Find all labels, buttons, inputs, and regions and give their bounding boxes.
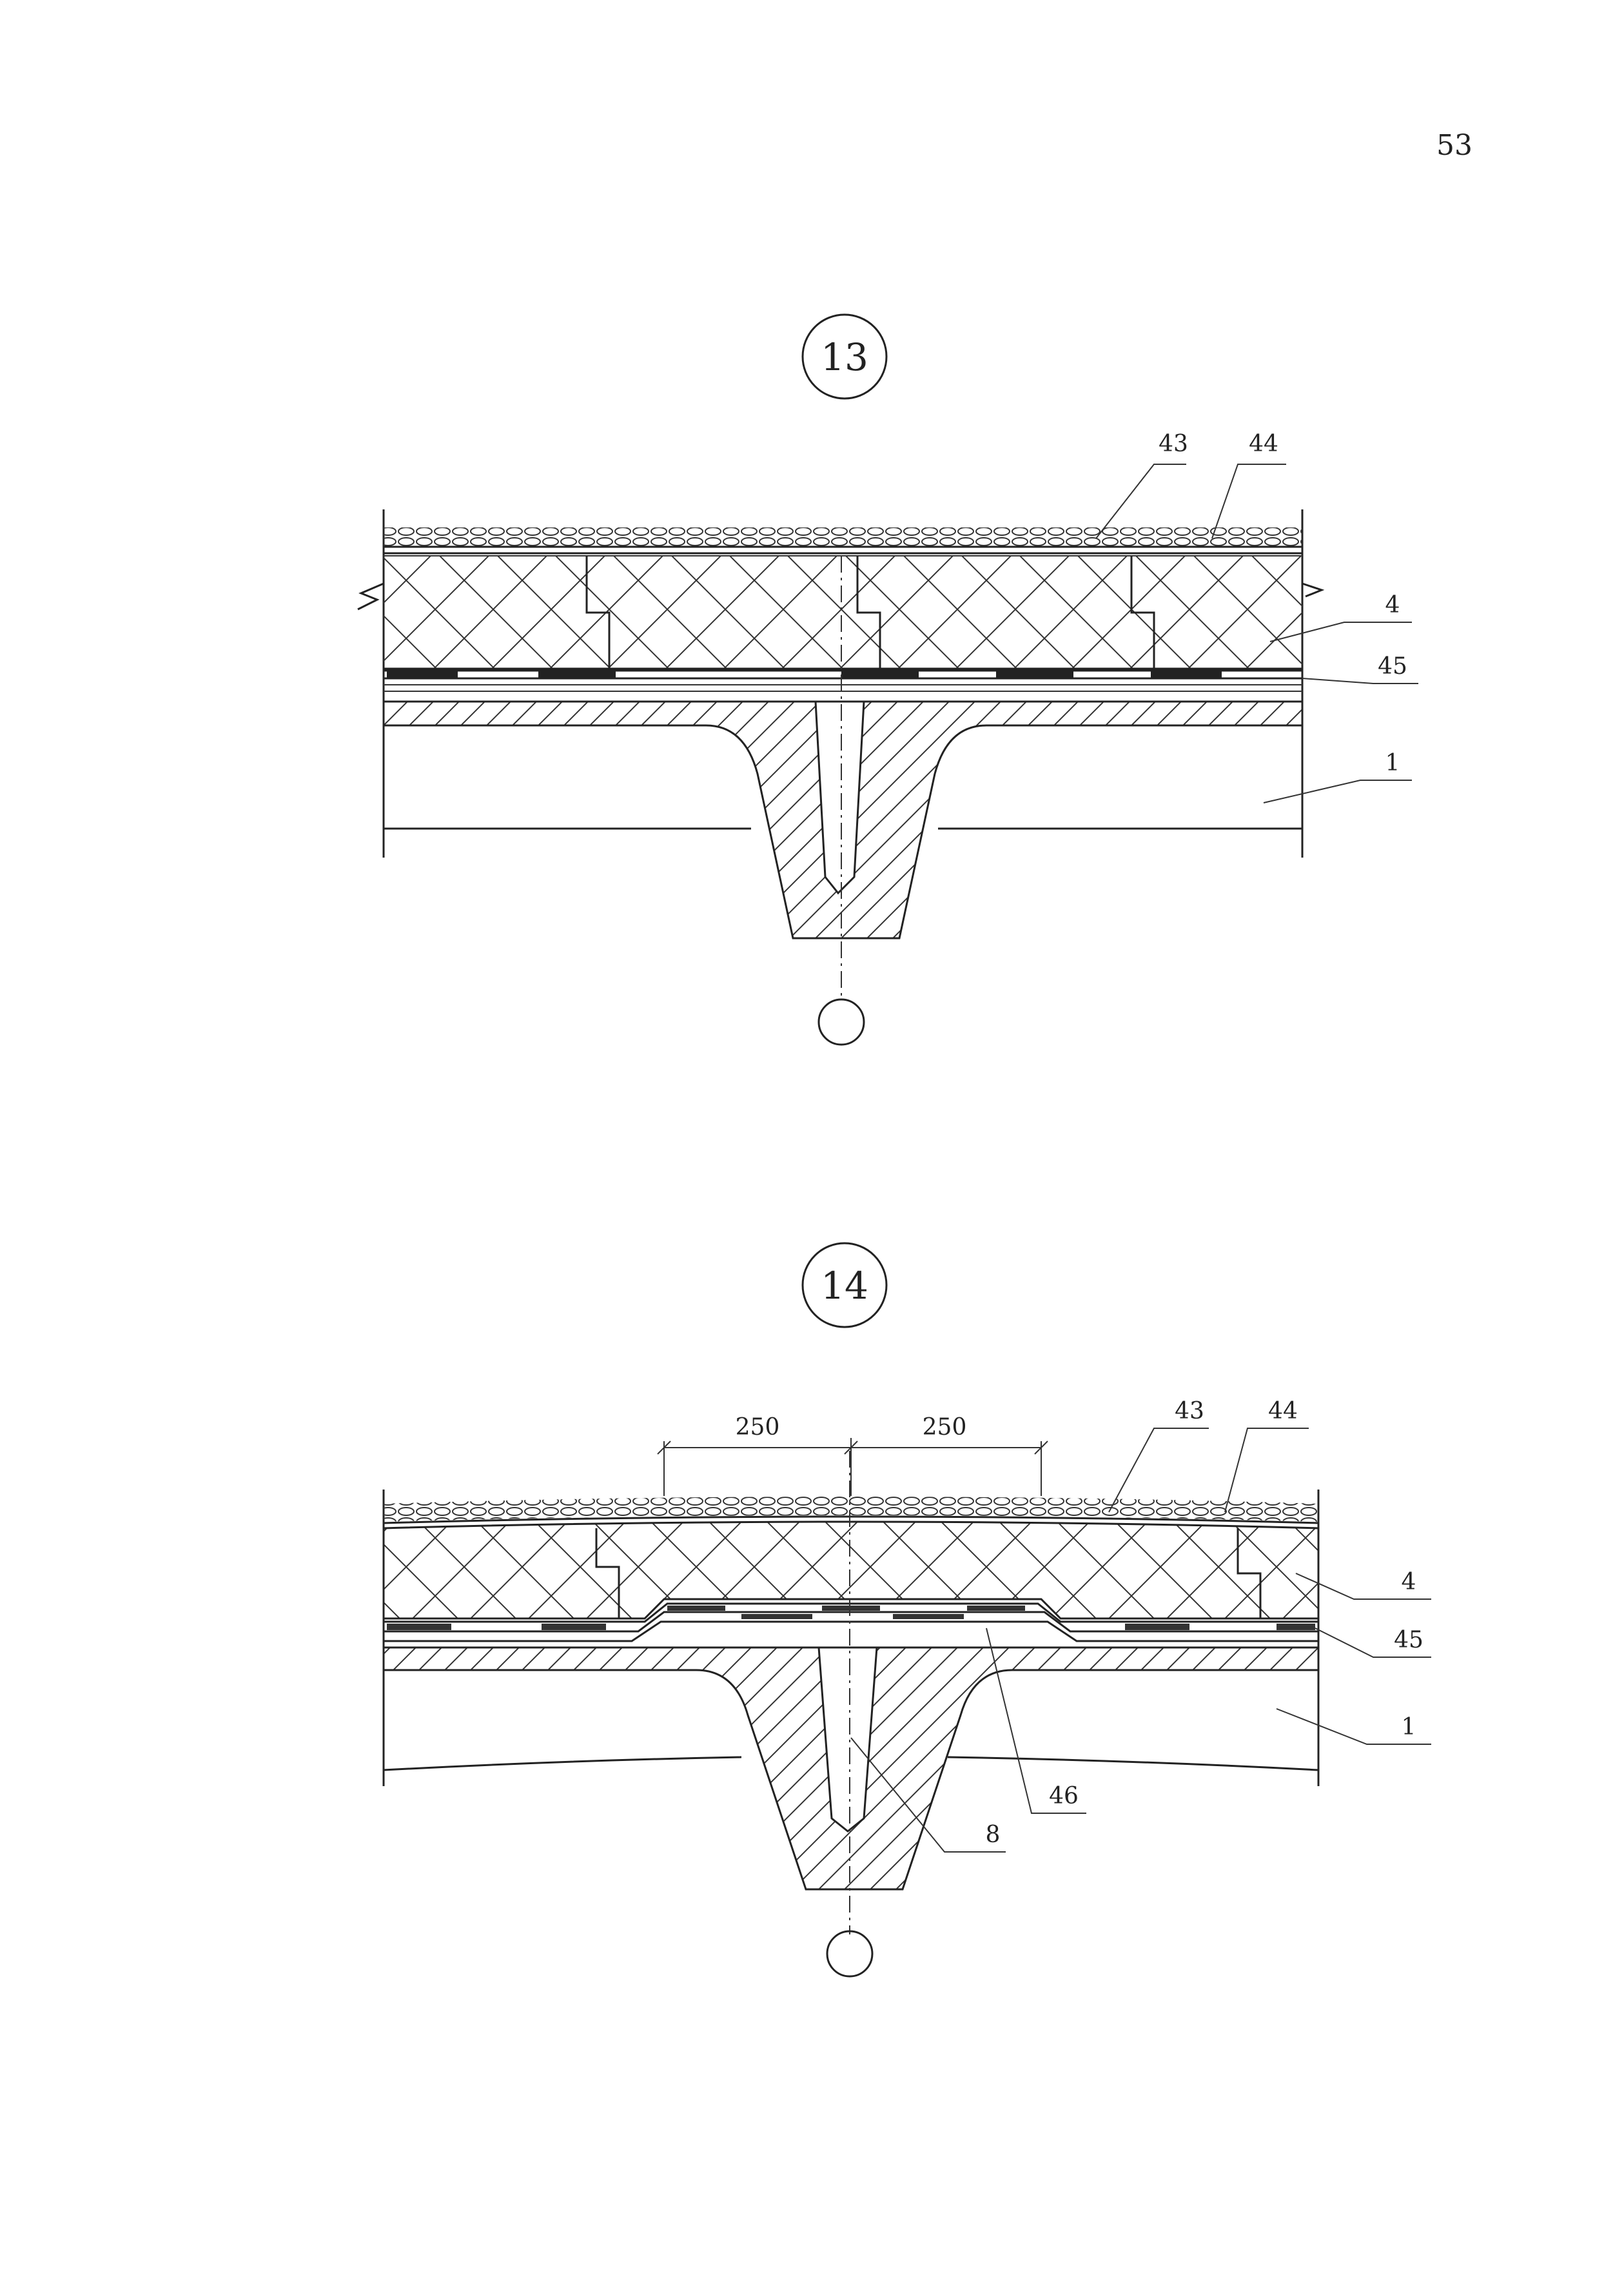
- label-45: 45: [1394, 1627, 1423, 1653]
- dimension-left: 250: [736, 1414, 780, 1441]
- insulation-layer: [382, 1520, 1320, 1620]
- gravel-layer: [384, 527, 1302, 547]
- gravel-layer: [384, 1497, 1318, 1522]
- figure-14-badge: [801, 1242, 888, 1328]
- label-44: 44: [1249, 431, 1278, 457]
- label-4: 4: [1402, 1569, 1416, 1595]
- label-8: 8: [986, 1822, 1001, 1848]
- vapour-layer: [382, 669, 1304, 680]
- label-4: 4: [1385, 592, 1400, 618]
- insulation-layer: [384, 556, 1302, 669]
- label-45: 45: [1378, 653, 1407, 680]
- figure-13-title: 13: [821, 335, 868, 379]
- figure-13-badge: [801, 313, 888, 400]
- label-43: 43: [1175, 1398, 1204, 1424]
- label-1: 1: [1385, 750, 1400, 776]
- figure-14: 14 250 250: [382, 1242, 1431, 1978]
- centre-marker: [826, 1930, 874, 1978]
- figure-14-title: 14: [821, 1264, 868, 1308]
- label-43: 43: [1159, 431, 1188, 457]
- label-44: 44: [1268, 1398, 1298, 1424]
- centre-marker: [817, 998, 865, 1046]
- dimension-right: 250: [923, 1414, 967, 1441]
- page-number: 53: [1436, 129, 1472, 162]
- figure-13: 13: [357, 313, 1418, 1046]
- label-1: 1: [1402, 1714, 1416, 1740]
- grout-core: [814, 700, 865, 895]
- label-46: 46: [1049, 1783, 1079, 1809]
- grout-core: [817, 1646, 878, 1833]
